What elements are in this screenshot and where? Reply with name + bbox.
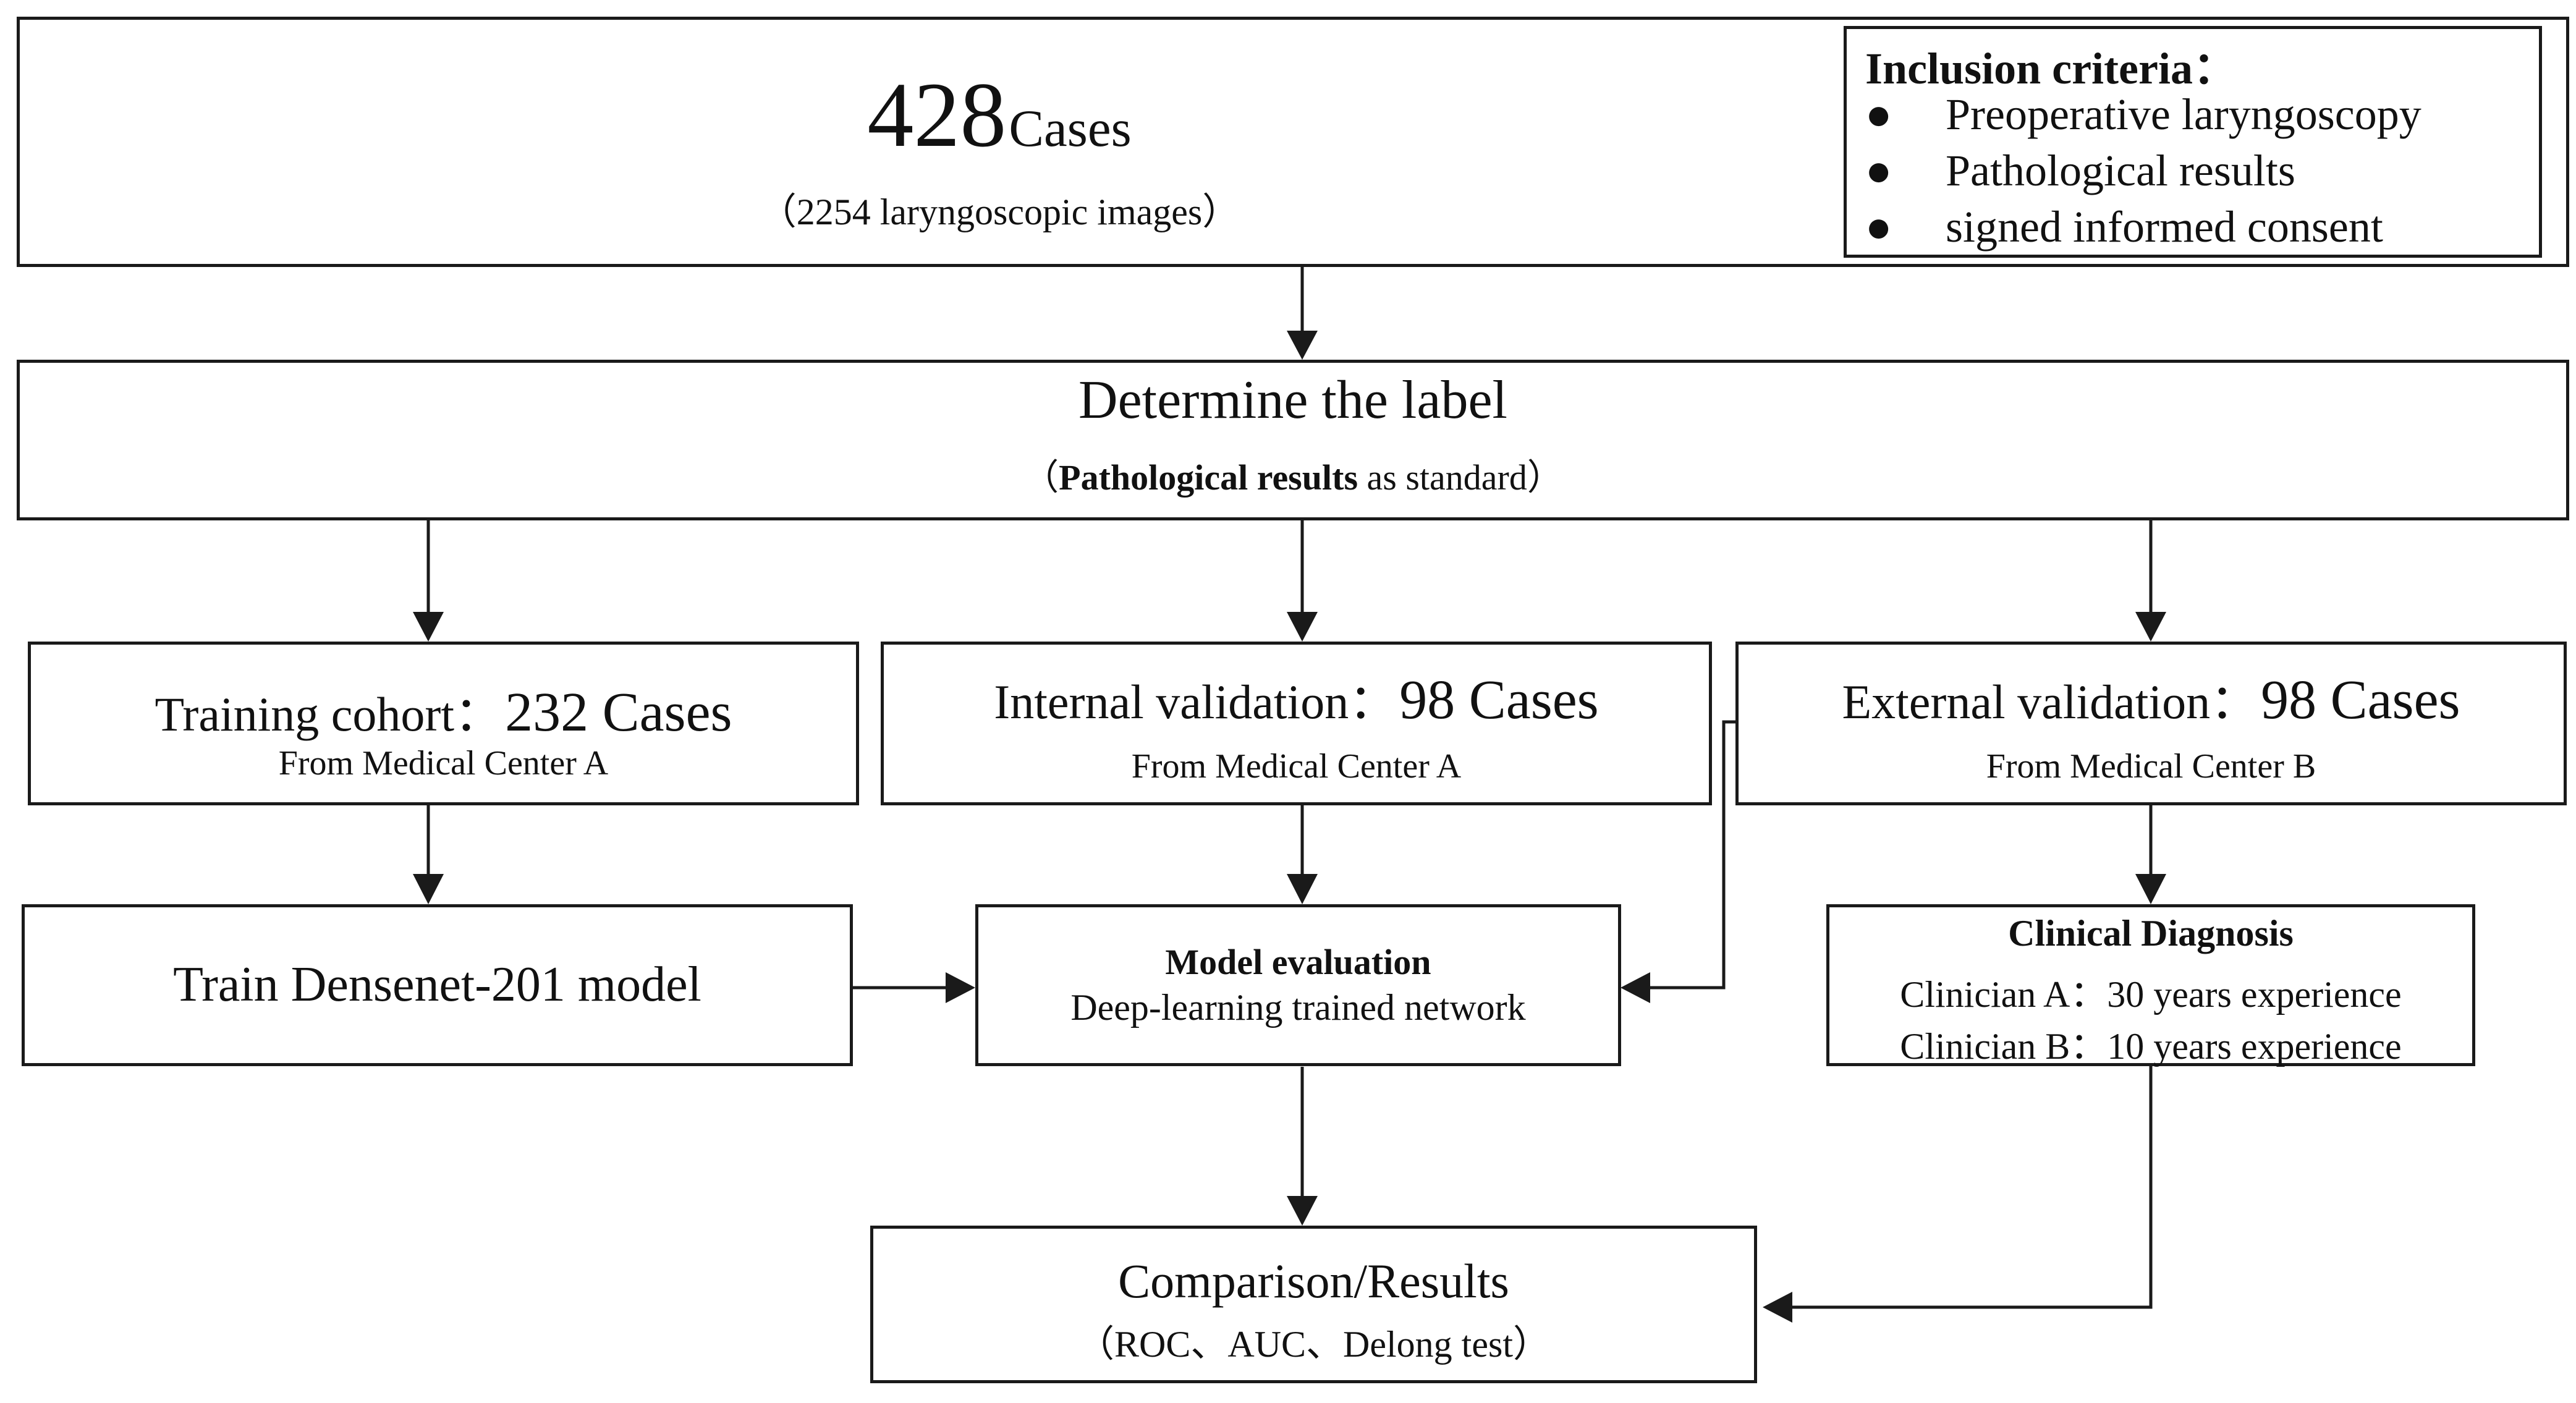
arrow-clinical-to-comparison xyxy=(1774,1064,2153,1309)
external-source: From Medical Center B xyxy=(1986,747,2316,786)
criteria-item: ●Pathological results xyxy=(1865,146,2295,195)
arrow-external-to-model-eval xyxy=(1632,720,1735,990)
comparison-title: Comparison/Results xyxy=(1118,1254,1509,1308)
comparison-subtitle: （ROC、AUC、Delong test） xyxy=(1077,1324,1550,1365)
clinical-diagnosis-title: Clinical Diagnosis xyxy=(2008,913,2294,954)
criteria-item: ●Preoperative laryngoscopy xyxy=(1865,90,2421,139)
total-images-text: （2254 laryngoscopic images） xyxy=(759,192,1240,232)
internal-title-line: Internal validation： 98 Cases xyxy=(994,669,1599,731)
train-model-label: Train Densenet-201 model xyxy=(173,957,701,1012)
label-standard-text: （Pathological results as standard） xyxy=(1023,457,1563,498)
internal-validation-box: Internal validation： 98 Cases From Medic… xyxy=(881,642,1712,805)
training-cohort-box: Training cohort： 232 Cases From Medical … xyxy=(28,642,859,805)
inclusion-criteria-title: Inclusion criteria： xyxy=(1865,44,2237,93)
external-title-line: External validation： 98 Cases xyxy=(1842,669,2460,731)
model-evaluation-title: Model evaluation xyxy=(1165,942,1431,982)
total-cases-line: 428 Cases xyxy=(0,62,2566,168)
comparison-results-box: Comparison/Results （ROC、AUC、Delong test） xyxy=(870,1226,1757,1383)
train-model-box: Train Densenet-201 model xyxy=(22,904,853,1066)
training-title-line: Training cohort： 232 Cases xyxy=(155,682,732,743)
bullet-icon: ● xyxy=(1865,146,1892,195)
inclusion-criteria-box: Inclusion criteria： ●Preoperative laryng… xyxy=(1844,26,2542,258)
external-validation-box: External validation： 98 Cases From Medic… xyxy=(1735,642,2567,805)
internal-source: From Medical Center A xyxy=(1131,747,1462,786)
total-cases-count: 428 xyxy=(867,64,1007,166)
determine-label-box: Determine the label （Pathological result… xyxy=(17,360,2569,520)
model-evaluation-box: Model evaluation Deep-learning trained n… xyxy=(975,904,1621,1066)
determine-label-title: Determine the label xyxy=(1078,370,1507,430)
criteria-item: ●signed informed consent xyxy=(1865,202,2383,252)
clinician-a-line: Clinician A：30 years experience xyxy=(1900,974,2402,1015)
clinical-diagnosis-box: Clinical Diagnosis Clinician A：30 years … xyxy=(1826,904,2475,1067)
total-cases-unit: Cases xyxy=(1009,100,1132,158)
training-source: From Medical Center A xyxy=(278,744,609,782)
clinician-b-line: Clinician B：10 years experience xyxy=(1900,1026,2402,1067)
model-evaluation-subtitle: Deep-learning trained network xyxy=(1070,987,1526,1028)
bullet-icon: ● xyxy=(1865,90,1892,139)
bullet-icon: ● xyxy=(1865,202,1892,252)
